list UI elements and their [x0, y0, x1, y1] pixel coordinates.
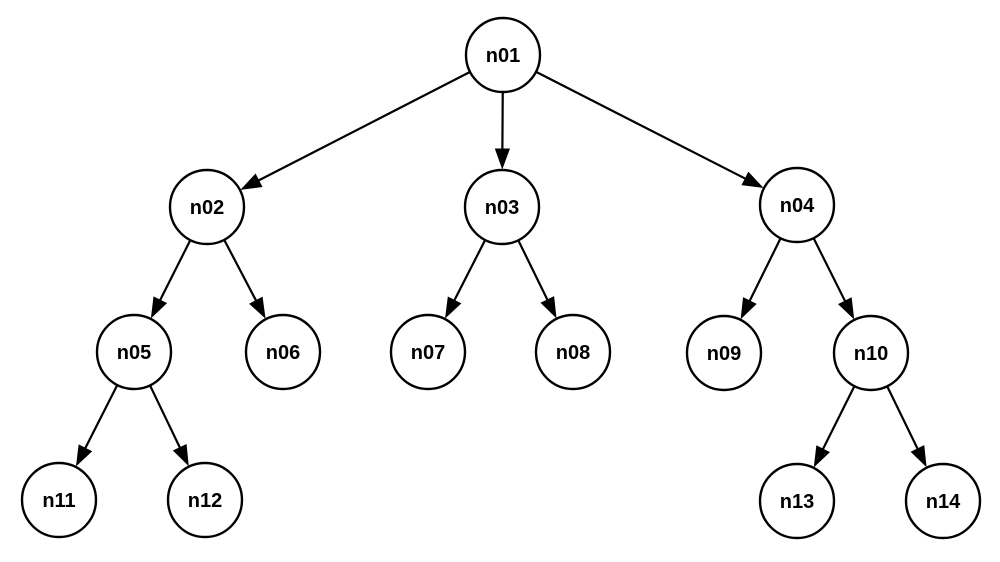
edge-line — [149, 385, 182, 450]
node-n08[interactable]: n08 — [534, 313, 612, 391]
arrow-head-icon — [540, 296, 557, 319]
node-label: n01 — [486, 45, 520, 67]
arrow-head-icon — [740, 297, 757, 320]
node-n09[interactable]: n09 — [685, 314, 763, 392]
edge-n03-to-n07 — [445, 239, 486, 319]
arrow-head-icon — [445, 296, 462, 319]
edge-line — [83, 384, 119, 450]
arrow-head-icon — [249, 296, 266, 319]
edge-line — [517, 240, 549, 302]
node-n10[interactable]: n10 — [832, 314, 910, 392]
edge-n04-to-n10 — [812, 238, 855, 320]
node-label: n03 — [485, 197, 519, 219]
node-n12[interactable]: n12 — [166, 461, 244, 539]
node-circle[interactable] — [832, 314, 910, 392]
node-circle[interactable] — [758, 166, 836, 244]
node-label: n08 — [556, 342, 590, 364]
node-n13[interactable]: n13 — [758, 462, 836, 540]
arrow-head-icon — [150, 296, 168, 319]
node-n02[interactable]: n02 — [168, 168, 246, 246]
arrow-head-icon — [75, 444, 93, 467]
arrow-head-icon — [910, 445, 927, 468]
nodes-layer: n01 n02 n03 n04 n05 n06 n07 n08 n09 n10 n11 n12 n13 n… — [20, 16, 982, 540]
edge-n01-to-n04 — [535, 71, 764, 188]
node-label: n09 — [707, 343, 741, 365]
edge-line — [223, 239, 258, 303]
edge-line — [452, 239, 486, 302]
edge-line — [257, 71, 471, 183]
node-circle[interactable] — [463, 168, 541, 246]
edge-line — [748, 238, 782, 303]
edge-n02-to-n05 — [150, 239, 192, 319]
node-circle[interactable] — [464, 16, 542, 94]
node-circle[interactable] — [168, 168, 246, 246]
arrow-head-icon — [813, 445, 830, 468]
edge-n01-to-n02 — [240, 71, 471, 190]
node-n11[interactable]: n11 — [20, 461, 98, 539]
arrow-head-icon — [741, 171, 764, 188]
node-label: n11 — [42, 490, 75, 512]
edge-n03-to-n08 — [517, 240, 557, 319]
node-circle[interactable] — [758, 462, 836, 540]
node-circle[interactable] — [685, 314, 763, 392]
node-label: n07 — [411, 342, 445, 364]
node-label: n05 — [117, 342, 151, 364]
node-label: n12 — [188, 490, 222, 512]
node-circle[interactable] — [20, 461, 98, 539]
node-n06[interactable]: n06 — [244, 313, 322, 391]
edge-line — [812, 238, 847, 303]
node-circle[interactable] — [904, 462, 982, 540]
edge-line — [886, 386, 920, 451]
node-circle[interactable] — [95, 313, 173, 391]
node-n03[interactable]: n03 — [463, 168, 541, 246]
node-label: n10 — [854, 343, 888, 365]
arrow-head-icon — [240, 173, 263, 190]
arrow-head-icon — [172, 443, 189, 467]
arrow-head-icon — [838, 297, 855, 320]
node-n07[interactable]: n07 — [389, 313, 467, 391]
node-label: n06 — [266, 342, 300, 364]
edge-n01-to-n03 — [494, 92, 510, 170]
edge-n05-to-n11 — [75, 384, 119, 467]
node-n05[interactable]: n05 — [95, 313, 173, 391]
node-circle[interactable] — [389, 313, 467, 391]
node-n14[interactable]: n14 — [904, 462, 982, 540]
node-circle[interactable] — [244, 313, 322, 391]
edge-n10-to-n13 — [813, 386, 856, 468]
node-n04[interactable]: n04 — [758, 166, 836, 244]
node-label: n02 — [190, 197, 224, 219]
edge-n02-to-n06 — [223, 239, 266, 319]
edge-line — [158, 239, 192, 302]
node-circle[interactable] — [534, 313, 612, 391]
node-label: n04 — [780, 195, 815, 217]
edge-line — [535, 71, 747, 181]
edge-n04-to-n09 — [740, 238, 782, 320]
edge-n10-to-n14 — [886, 386, 927, 468]
node-label: n13 — [780, 491, 814, 513]
node-n01[interactable]: n01 — [464, 16, 542, 94]
edge-n05-to-n12 — [149, 385, 189, 467]
edge-line — [821, 386, 856, 451]
node-label: n14 — [926, 491, 961, 513]
edges-layer — [75, 71, 927, 468]
node-circle[interactable] — [166, 461, 244, 539]
arrow-head-icon — [494, 148, 510, 170]
